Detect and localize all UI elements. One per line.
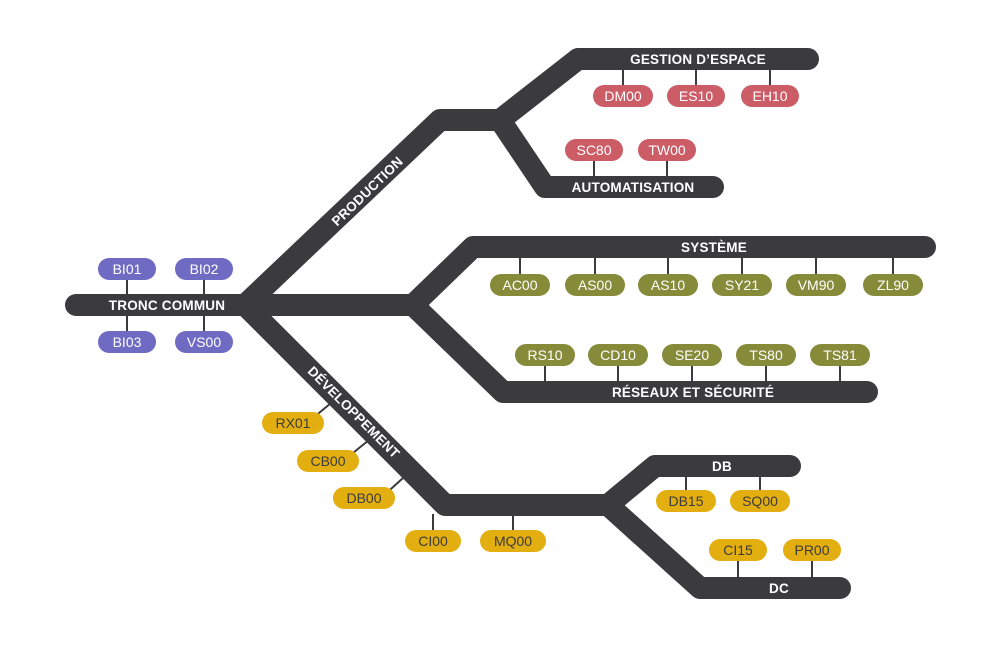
module-pills: BI01 BI02 BI03 VS00 DM00 ES10 EH10 SC80 … — [98, 85, 923, 561]
module-label: BI01 — [113, 261, 142, 277]
automatisation-label: AUTOMATISATION — [572, 180, 695, 195]
module-pill[interactable]: AS10 — [638, 274, 698, 296]
module-label: EH10 — [752, 88, 787, 104]
dc-branch — [597, 494, 851, 599]
automatisation-branch — [489, 109, 724, 198]
module-label: CI00 — [418, 533, 448, 549]
module-label: ZL90 — [877, 277, 909, 293]
module-label: TW00 — [648, 142, 686, 158]
module-pill[interactable]: SE20 — [662, 344, 722, 366]
module-label: AS10 — [651, 277, 685, 293]
module-label: BI03 — [113, 334, 142, 350]
gestion-espace-branch — [489, 48, 819, 131]
module-pill[interactable]: TS81 — [810, 344, 870, 366]
dc-label: DC — [769, 581, 789, 596]
module-pill[interactable]: MQ00 — [480, 530, 546, 552]
branches — [65, 48, 936, 599]
module-pill[interactable]: CI00 — [405, 530, 461, 552]
module-pill[interactable]: SC80 — [565, 139, 623, 161]
module-label: CD10 — [600, 347, 636, 363]
module-pill[interactable]: SY21 — [712, 274, 772, 296]
module-pill[interactable]: DB15 — [656, 490, 716, 512]
production-label: PRODUCTION — [329, 154, 406, 229]
module-pill[interactable]: VM90 — [786, 274, 846, 296]
tronc-commun-label: TRONC COMMUN — [109, 298, 225, 313]
module-label: VS00 — [187, 334, 221, 350]
production-branch — [234, 109, 511, 316]
module-label: DB00 — [346, 490, 381, 506]
module-label: RS10 — [527, 347, 562, 363]
module-label: VM90 — [798, 277, 835, 293]
module-label: SE20 — [675, 347, 709, 363]
module-label: CI15 — [723, 542, 753, 558]
module-label: DB15 — [668, 493, 703, 509]
module-label: RX01 — [275, 415, 310, 431]
module-pill[interactable]: BI03 — [98, 331, 156, 353]
module-pill[interactable]: AC00 — [490, 274, 550, 296]
module-label: SQ00 — [742, 493, 778, 509]
module-label: BI02 — [190, 261, 219, 277]
module-label: AS00 — [578, 277, 612, 293]
module-pill[interactable]: RX01 — [262, 412, 324, 434]
module-pill[interactable]: CD10 — [588, 344, 648, 366]
module-pill[interactable]: CB00 — [297, 450, 359, 472]
module-pill[interactable]: SQ00 — [730, 490, 790, 512]
db-label: DB — [712, 459, 732, 474]
module-pill[interactable]: RS10 — [515, 344, 575, 366]
gestion-espace-label: GESTION D’ESPACE — [630, 52, 766, 67]
module-label: TS80 — [749, 347, 783, 363]
module-label: ES10 — [679, 88, 713, 104]
module-pill[interactable]: EH10 — [741, 85, 799, 107]
module-label: PR00 — [794, 542, 829, 558]
module-label: MQ00 — [494, 533, 532, 549]
reseaux-label: RÉSEAUX ET SÉCURITÉ — [612, 385, 774, 400]
module-pill[interactable]: TS80 — [736, 344, 796, 366]
module-pill[interactable]: VS00 — [175, 331, 233, 353]
module-label: SC80 — [576, 142, 611, 158]
db-branch — [597, 455, 801, 516]
module-label: TS81 — [823, 347, 857, 363]
systeme-branch — [402, 236, 936, 316]
module-label: CB00 — [310, 453, 345, 469]
module-pill[interactable]: BI01 — [98, 258, 156, 280]
systeme-label: SYSTÈME — [681, 240, 747, 255]
module-pill[interactable]: DB00 — [333, 487, 395, 509]
module-pill[interactable]: ES10 — [667, 85, 725, 107]
module-pill[interactable]: TW00 — [638, 139, 696, 161]
module-pill[interactable]: ZL90 — [863, 274, 923, 296]
module-pill[interactable]: CI15 — [709, 539, 767, 561]
reseaux-branch — [402, 294, 878, 403]
module-pill[interactable]: PR00 — [783, 539, 841, 561]
module-pill[interactable]: DM00 — [593, 85, 653, 107]
developpement-branch — [234, 294, 619, 516]
module-pill[interactable]: AS00 — [565, 274, 625, 296]
module-label: SY21 — [725, 277, 759, 293]
module-pill[interactable]: BI02 — [175, 258, 233, 280]
module-label: DM00 — [604, 88, 642, 104]
module-label: AC00 — [502, 277, 537, 293]
